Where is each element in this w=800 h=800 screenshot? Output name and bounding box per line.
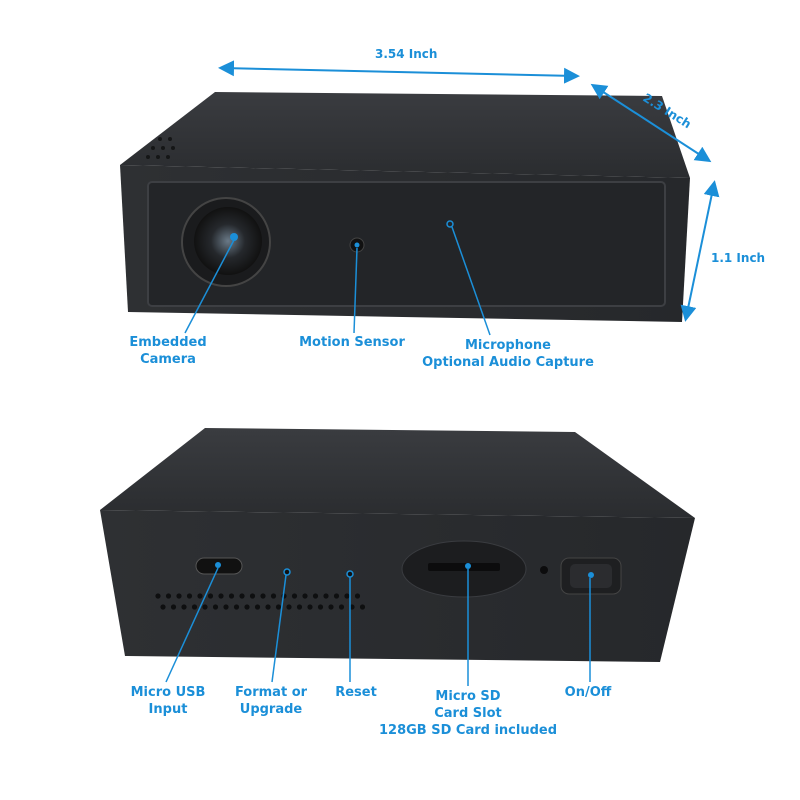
grille-hole (228, 593, 235, 599)
grille-hole (296, 604, 303, 610)
format-label-line1: Format or (234, 685, 308, 700)
grille-hole (223, 604, 229, 610)
grille-hole (270, 593, 277, 599)
motion-sensor-label: Motion Sensor (299, 335, 405, 350)
power-label: On/Off (564, 685, 612, 700)
grille-hole (254, 604, 261, 610)
grille-hole (160, 604, 166, 610)
grille-hole (191, 604, 198, 610)
grille-hole (233, 604, 240, 610)
grille-hole (260, 593, 266, 599)
grille-hole (307, 604, 313, 610)
microphone-label-line2: Optional Audio Capture (422, 355, 594, 370)
reset-button-icon (346, 570, 354, 578)
grille-hole (344, 593, 350, 599)
microphone-label: Microphone Optional Audio Capture (422, 337, 594, 371)
grille-hole (239, 593, 245, 599)
microphone-icon (446, 220, 454, 228)
grille-hole (197, 593, 203, 599)
sd-label-line2: Card Slot (434, 706, 502, 721)
grille-hole (186, 593, 193, 599)
grille-hole (249, 593, 256, 599)
front-device (120, 92, 690, 336)
grille-hole (176, 593, 182, 599)
grille-hole (170, 604, 177, 610)
back-device (100, 428, 695, 686)
microphone-label-line1: Microphone (464, 338, 552, 353)
format-button-icon (283, 568, 291, 576)
camera-label-line2: Camera (140, 352, 196, 367)
reset-label: Reset (335, 685, 377, 700)
grille-hole (338, 604, 345, 610)
sd-label-line1: Micro SD (435, 689, 501, 704)
sd-label-line3: 128GB SD Card included (378, 723, 558, 738)
usb-label: Micro USB Input (131, 684, 206, 718)
grille-hole (155, 593, 161, 599)
speaker-grille (155, 593, 366, 610)
grille-hole (212, 604, 219, 610)
grille-hole (317, 604, 324, 610)
sd-card-label: Micro SD Card Slot 128GB SD Card include… (379, 688, 557, 739)
grille-hole (286, 604, 292, 610)
grille-hole (244, 604, 250, 610)
grille-hole (291, 593, 298, 599)
grille-hole (328, 604, 334, 610)
grille-hole (218, 593, 224, 599)
grille-hole (354, 593, 361, 599)
grille-hole (312, 593, 319, 599)
height-dimension-label: 1.1 Inch (711, 251, 766, 265)
format-label: Format or Upgrade (235, 684, 307, 718)
dimension-arrows (218, 60, 720, 322)
grille-hole (202, 604, 208, 610)
grille-hole (165, 593, 172, 599)
format-label-line2: Upgrade (239, 702, 303, 717)
camera-label-line1: Embedded (129, 335, 207, 350)
usb-label-line2: Input (148, 702, 188, 717)
usb-label-line1: Micro USB (130, 685, 206, 700)
width-dimension-label: 3.54 Inch (375, 47, 438, 61)
grille-hole (302, 593, 308, 599)
vent-dots (146, 137, 175, 159)
grille-hole (207, 593, 214, 599)
grille-hole (265, 604, 271, 610)
grille-hole (275, 604, 282, 610)
grille-hole (333, 593, 340, 599)
grille-hole (359, 604, 366, 610)
camera-label: Embedded Camera (129, 334, 206, 368)
grille-hole (181, 604, 187, 610)
grille-hole (323, 593, 329, 599)
